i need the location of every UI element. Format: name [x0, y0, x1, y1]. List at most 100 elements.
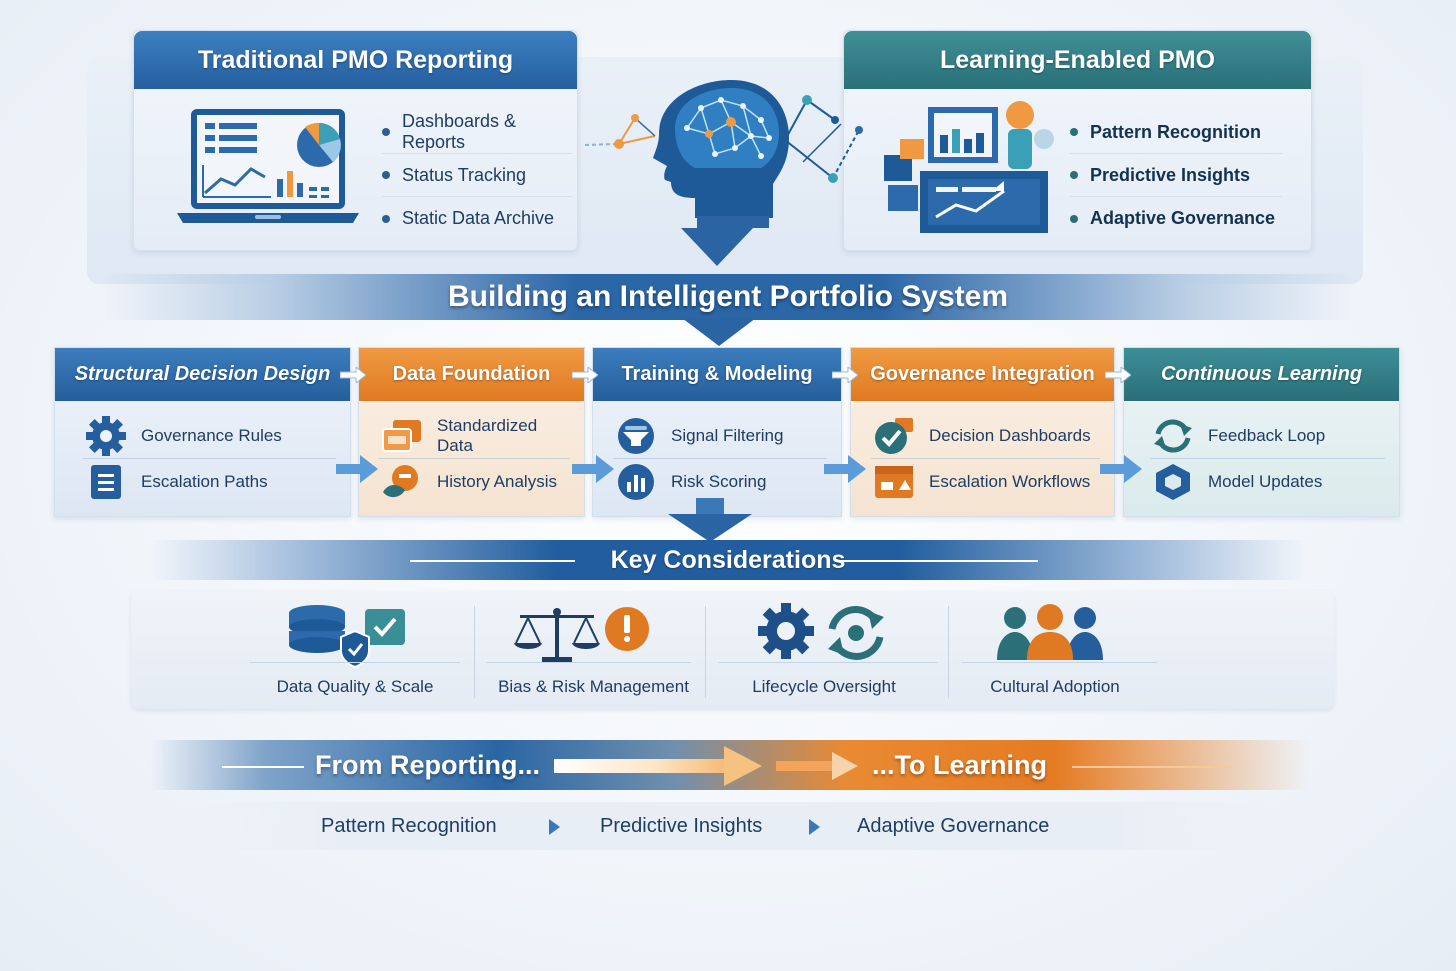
bullet-icon	[382, 128, 390, 136]
key-considerations-title: Key Considerations	[611, 546, 846, 575]
workflow-window-icon	[871, 462, 917, 502]
stage-title: Governance Integration	[851, 348, 1114, 401]
stage-structural-decision-design: Structural Decision Design Governance Ru…	[54, 347, 351, 517]
stage-governance-integration: Governance Integration Decision Dashboar…	[850, 347, 1115, 517]
step-arrow-icon	[336, 455, 378, 483]
stage-item: Standardized Data	[379, 413, 570, 459]
bullet-icon	[1070, 215, 1078, 223]
stage-item-label: Feedback Loop	[1208, 426, 1325, 446]
stage-item: Feedback Loop	[1150, 413, 1385, 459]
stage-item: History Analysis	[379, 459, 570, 505]
ai-brain-head-icon	[575, 78, 865, 268]
consideration-label: Bias & Risk Management	[486, 677, 701, 697]
gear-cycle-icon	[756, 603, 892, 663]
stage-item: Model Updates	[1150, 459, 1385, 505]
header-arrow-icon	[1105, 367, 1131, 383]
header-arrow-icon	[340, 367, 366, 383]
people-group-icon	[995, 604, 1111, 662]
consideration-label: Data Quality & Scale	[250, 677, 460, 697]
down-arrow-icon	[682, 318, 756, 346]
down-arrow-icon	[668, 498, 752, 542]
divider	[250, 662, 460, 663]
stage-item-label: Risk Scoring	[671, 472, 766, 492]
laptop-dashboard-icon	[177, 107, 359, 227]
stage-item-label: Escalation Paths	[141, 472, 268, 492]
stage-item-label: Standardized Data	[437, 416, 570, 456]
header-arrow-icon	[572, 367, 598, 383]
stage-item-label: Governance Rules	[141, 426, 282, 446]
main-title-banner: Building an Intelligent Portfolio System	[100, 274, 1356, 320]
stage-title: Continuous Learning	[1124, 348, 1399, 401]
hexagon-icon	[1150, 462, 1196, 502]
stage-item-label: Model Updates	[1208, 472, 1322, 492]
stage-item: Signal Filtering	[613, 413, 827, 459]
stage-title: Structural Decision Design	[55, 348, 350, 401]
bar-gauge-icon	[613, 462, 659, 502]
flow-step: Adaptive Governance	[857, 815, 1049, 838]
database-check-icon	[285, 603, 410, 669]
stage-item: Escalation Workflows	[871, 459, 1100, 505]
divider	[1072, 766, 1232, 768]
stage-title: Training & Modeling	[593, 348, 841, 401]
divider	[705, 606, 706, 698]
step-arrow-icon	[572, 455, 614, 483]
stage-training-modeling: Training & Modeling Signal Filtering Ris…	[592, 347, 842, 517]
check-dashboard-icon	[871, 416, 917, 456]
step-arrow-icon	[824, 455, 866, 483]
list-item: Predictive Insights	[1070, 154, 1282, 197]
divider	[222, 766, 304, 768]
stage-item-label: History Analysis	[437, 472, 557, 492]
flow-step: Predictive Insights	[600, 815, 762, 838]
traditional-pmo-list: Dashboards & Reports Status Tracking Sta…	[382, 111, 572, 240]
stage-item: Decision Dashboards	[871, 413, 1100, 459]
divider	[838, 560, 1038, 562]
stage-continuous-learning: Continuous Learning Feedback Loop Model …	[1123, 347, 1400, 517]
flow-step: Pattern Recognition	[321, 815, 497, 838]
bullet-icon	[1070, 171, 1078, 179]
list-item: Status Tracking	[382, 154, 572, 197]
key-considerations-banner: Key Considerations	[150, 540, 1306, 580]
learning-pmo-list: Pattern Recognition Predictive Insights …	[1070, 111, 1282, 240]
filter-icon	[613, 416, 659, 456]
list-item: Dashboards & Reports	[382, 111, 572, 154]
list-item: Adaptive Governance	[1070, 197, 1282, 240]
stage-item: Escalation Paths	[83, 459, 336, 505]
triangle-right-icon	[809, 819, 820, 835]
consideration-label: Lifecycle Oversight	[718, 677, 930, 697]
bullet-icon	[382, 171, 390, 179]
document-icon	[83, 462, 129, 502]
divider	[948, 606, 949, 698]
from-reporting-text: From Reporting...	[315, 750, 540, 781]
divider	[718, 662, 938, 663]
right-arrow-icon	[554, 744, 864, 788]
traditional-pmo-panel: Traditional PMO Reporting Dashboards & R…	[133, 30, 578, 251]
consideration-label: Cultural Adoption	[960, 677, 1150, 697]
scales-warning-icon	[512, 603, 652, 665]
main-title: Building an Intelligent Portfolio System	[448, 280, 1008, 314]
to-learning-text: ...To Learning	[872, 750, 1047, 781]
stage-item-label: Decision Dashboards	[929, 426, 1091, 446]
triangle-right-icon	[549, 819, 560, 835]
history-chart-icon	[379, 462, 425, 502]
bullet-icon	[1070, 128, 1078, 136]
gear-icon	[83, 416, 129, 456]
divider	[410, 560, 575, 562]
bullet-icon	[382, 215, 390, 223]
stage-item-label: Signal Filtering	[671, 426, 783, 446]
stage-title: Data Foundation	[359, 348, 584, 401]
stage-item: Governance Rules	[83, 413, 336, 459]
list-item: Pattern Recognition	[1070, 111, 1282, 154]
step-arrow-icon	[1100, 455, 1142, 483]
refresh-icon	[1150, 416, 1196, 456]
stage-item-label: Escalation Workflows	[929, 472, 1090, 492]
traditional-pmo-title: Traditional PMO Reporting	[134, 31, 577, 89]
learning-pmo-panel: Learning-Enabled PMO Pattern Recognition…	[843, 30, 1312, 251]
header-arrow-icon	[832, 367, 858, 383]
stage-data-foundation: Data Foundation Standardized Data Histor…	[358, 347, 585, 517]
divider	[486, 662, 691, 663]
divider	[962, 662, 1157, 663]
analytics-screens-icon	[880, 99, 1060, 237]
stacked-windows-icon	[379, 416, 425, 456]
divider	[474, 606, 475, 698]
list-item: Static Data Archive	[382, 197, 572, 240]
